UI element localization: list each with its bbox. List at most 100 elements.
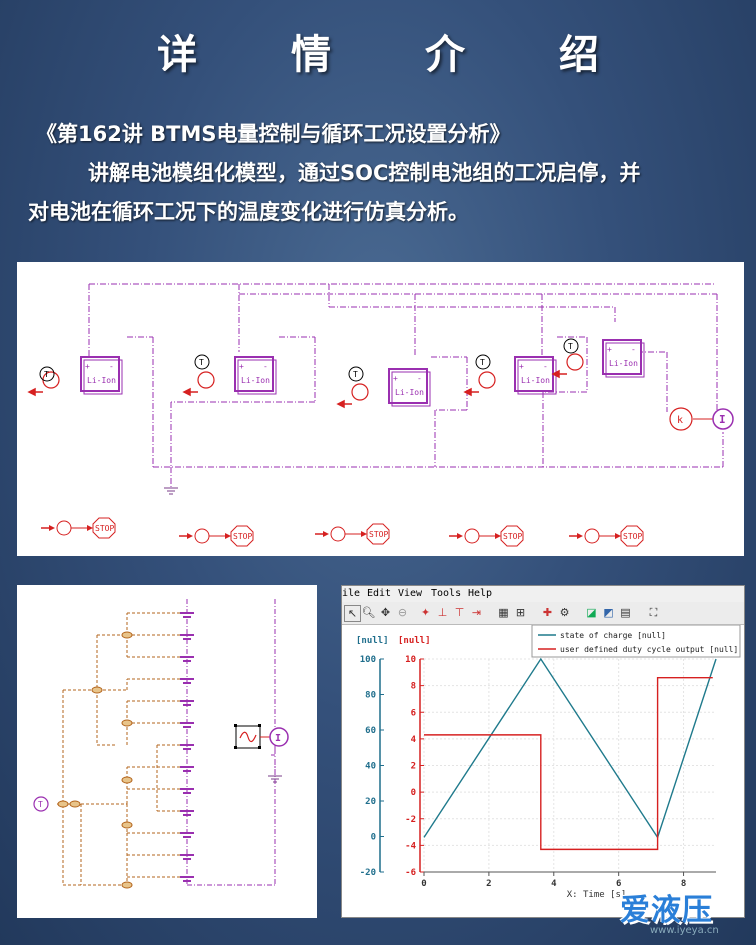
right-tick-label: -6 xyxy=(405,868,416,878)
left-tick-label: 100 xyxy=(360,655,376,665)
svg-text:Li-Ion: Li-Ion xyxy=(87,376,116,385)
series-line-2 xyxy=(424,676,713,851)
zoom-out-icon[interactable]: ⊖ xyxy=(397,606,408,619)
svg-text:-: - xyxy=(109,362,114,371)
ground-icon xyxy=(164,487,178,495)
svg-text:STOP: STOP xyxy=(369,530,388,539)
left-tick-label: 60 xyxy=(365,726,376,736)
sketch-canvas: + - Li-Ion + - Li-Ion + - Li-Ion + - Li-… xyxy=(27,283,734,547)
profile-source-block[interactable] xyxy=(234,724,261,749)
right-tick-label: 2 xyxy=(411,762,416,772)
settings-icon[interactable]: ⛶ xyxy=(649,606,658,619)
left-axis-unit: [null] xyxy=(356,636,389,646)
right-axis-unit: [null] xyxy=(398,636,431,646)
stop-block-1[interactable]: STOP xyxy=(41,517,116,539)
x-tick-label: 2 xyxy=(486,879,491,889)
svg-text:T: T xyxy=(568,342,573,351)
svg-text:-: - xyxy=(543,362,548,371)
x-tick-label: 4 xyxy=(551,879,557,889)
stop-block-4[interactable]: STOP xyxy=(449,525,524,547)
temp-sensor-icon-4 xyxy=(475,354,491,370)
right-tick-label: 4 xyxy=(411,735,417,745)
zoom-fit-icon[interactable]: ✥ xyxy=(380,606,391,619)
marker-icon[interactable]: ✦ xyxy=(420,606,431,619)
left-tick-label: 80 xyxy=(365,691,376,701)
select-icon[interactable]: ↖ xyxy=(344,605,361,622)
grid-icon[interactable]: ⊞ xyxy=(515,606,526,619)
battery-pack-sketch: + - Li-Ion + - Li-Ion + - Li-Ion + - Li-… xyxy=(17,262,744,556)
menu-tools[interactable]: Tools xyxy=(431,588,462,599)
svg-text:+: + xyxy=(85,362,90,371)
x-tick-label: 6 xyxy=(616,879,621,889)
thermal-nodes xyxy=(57,631,133,889)
link-icon[interactable]: ⚙ xyxy=(559,606,570,619)
current-source-icon[interactable] xyxy=(712,408,734,430)
ground-icon-2 xyxy=(268,775,282,783)
menu-bar: ile Edit View Tools Help xyxy=(342,586,744,602)
gain-label: k xyxy=(677,415,683,426)
watermark: 爱液压 www.iyeya.cn xyxy=(620,885,756,945)
cursor3-icon[interactable]: ⇥ xyxy=(471,606,482,619)
pin-icon[interactable]: ✚ xyxy=(542,606,553,619)
thermal-network-sketch: T I xyxy=(17,585,317,918)
svg-text:STOP: STOP xyxy=(623,532,642,541)
svg-text:-: - xyxy=(417,374,422,383)
series-line-1 xyxy=(423,657,717,839)
right-tick-label: 10 xyxy=(405,655,416,665)
temp-sensor-icon-3 xyxy=(348,366,364,382)
svg-text:STOP: STOP xyxy=(95,524,114,533)
svg-text:T: T xyxy=(44,370,49,379)
svg-text:Li-Ion: Li-Ion xyxy=(395,388,424,397)
svg-text:T: T xyxy=(199,358,204,367)
svg-text:Li-Ion: Li-Ion xyxy=(521,376,550,385)
right-tick-label: -2 xyxy=(405,815,416,825)
temp-sensor-icon-5 xyxy=(563,338,579,354)
right-tick-label: 0 xyxy=(411,788,416,798)
chart2-icon[interactable]: ◩ xyxy=(603,606,614,619)
svg-text:+: + xyxy=(607,345,612,354)
svg-text:+: + xyxy=(393,374,398,383)
chart-icon[interactable]: ◪ xyxy=(586,606,597,619)
stop-block-5[interactable]: STOP xyxy=(569,525,644,547)
temp-sensor-icon-2 xyxy=(194,354,210,370)
heat-port-5 xyxy=(566,353,584,371)
battery-unit-4[interactable]: + - Li-Ion xyxy=(514,356,557,395)
watermark-brand: 爱液压 xyxy=(620,893,713,928)
intro-line-1: 讲解电池模组化模型，通过SOC控制电池组的工况启停，并 xyxy=(88,161,641,185)
svg-text:+: + xyxy=(519,362,524,371)
gain-block[interactable] xyxy=(669,407,693,431)
temp-sensor-icon-1 xyxy=(39,366,55,382)
svg-text:T: T xyxy=(38,800,43,809)
menu-file[interactable]: ile xyxy=(342,588,361,599)
right-tick-label: 6 xyxy=(411,708,416,718)
table-icon[interactable]: ▦ xyxy=(498,606,509,619)
battery-unit-2[interactable]: + - Li-Ion xyxy=(234,356,277,395)
menu-help[interactable]: Help xyxy=(468,588,493,599)
left-tick-label: -20 xyxy=(360,868,376,878)
lecture-title: 《第162讲 BTMS电量控制与循环工况设置分析》 xyxy=(36,122,511,146)
left-tick-label: 40 xyxy=(365,762,376,772)
cell-stack xyxy=(180,612,194,882)
page-title: 详 情 介 绍 xyxy=(157,32,639,78)
svg-text:STOP: STOP xyxy=(233,532,252,541)
export-icon[interactable]: ▤ xyxy=(620,606,631,619)
svg-text:T: T xyxy=(353,370,358,379)
cursor2-icon[interactable]: ⊤ xyxy=(454,606,465,619)
cursor-icon[interactable]: ⊥ xyxy=(437,606,448,619)
battery-unit-1[interactable]: + - Li-Ion xyxy=(80,356,123,395)
right-tick-label: 8 xyxy=(411,682,416,692)
battery-unit-3[interactable]: + - Li-Ion xyxy=(388,368,431,407)
zoom-in-icon[interactable]: 🔍︎ xyxy=(361,606,376,619)
left-tick-label: 20 xyxy=(365,797,376,807)
legend-label-2: user defined duty cycle output [null] xyxy=(560,645,738,654)
menu-view[interactable]: View xyxy=(398,588,423,599)
temp-source-icon[interactable] xyxy=(33,796,49,812)
current-source-icon-2[interactable] xyxy=(269,727,289,747)
stop-block-3[interactable]: STOP xyxy=(315,523,390,545)
x-tick-label: 8 xyxy=(681,879,686,889)
menu-edit[interactable]: Edit xyxy=(367,588,392,599)
right-tick-label: -4 xyxy=(405,841,416,851)
battery-unit-5[interactable]: + - Li-Ion xyxy=(602,339,645,378)
stop-block-2[interactable]: STOP xyxy=(179,525,254,547)
